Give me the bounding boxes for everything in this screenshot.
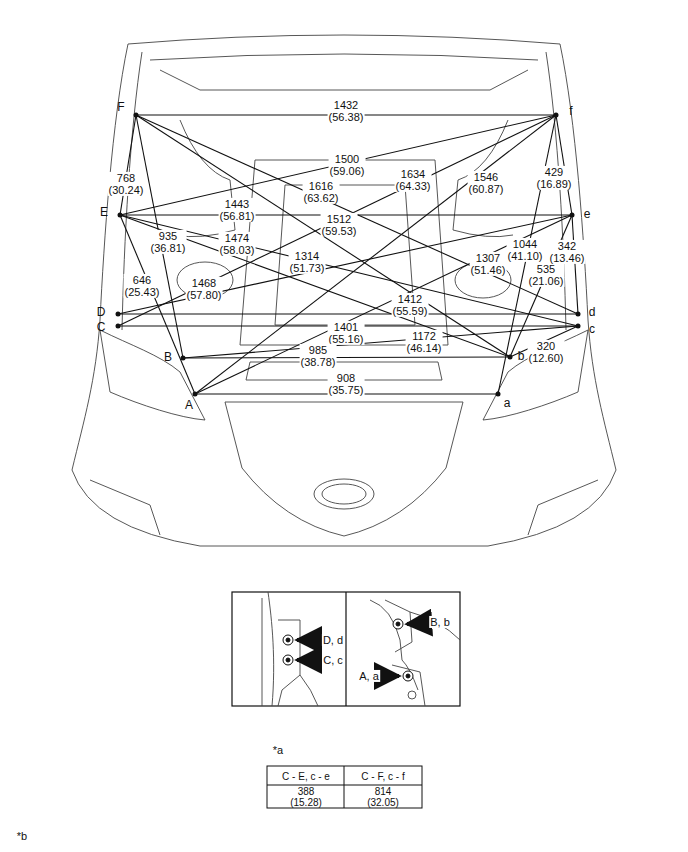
note-marker: *a	[272, 744, 284, 756]
point-letter: e	[583, 208, 592, 221]
bolt-symbols	[283, 619, 413, 681]
car-outline	[72, 35, 616, 546]
detail-inset	[232, 592, 460, 706]
table-cell: C - E, c - e	[281, 771, 331, 782]
pointer-arrows	[297, 623, 424, 676]
dimension-value: 1443 (56.81)	[219, 198, 256, 222]
dimension-value: 646 (25.43)	[124, 274, 161, 298]
point-letter: a	[503, 397, 512, 410]
dimension-value: 1314 (51.73)	[289, 250, 326, 274]
note-marker: *b	[16, 830, 28, 842]
dimension-value: 1172 (46.14)	[406, 330, 443, 354]
callout-letter: C, c	[322, 654, 344, 666]
dimension-value: 1432 (56.38)	[328, 99, 365, 123]
dimension-value: 1512 (59.53)	[321, 213, 358, 237]
detail-drawing	[262, 592, 460, 706]
point-letter: F	[116, 101, 125, 114]
point-letter: A	[184, 399, 194, 412]
callout-letter: B, b	[429, 616, 451, 628]
dimension-lines	[118, 115, 578, 394]
point-letter: E	[99, 206, 109, 219]
dimension-value: 1616 (63.62)	[303, 180, 340, 204]
dimension-value: 1412 (55.59)	[392, 293, 429, 317]
table-grid	[267, 766, 422, 808]
dimension-value: 342 (13.46)	[549, 240, 586, 264]
dimension-value: 1307 (51.46)	[470, 252, 507, 276]
point-letter: f	[568, 105, 573, 118]
point-letter: d	[588, 306, 597, 319]
dimension-value: 320 (12.60)	[528, 340, 565, 364]
dimension-value: 768 (30.24)	[108, 172, 145, 196]
dimension-value: 1468 (57.80)	[186, 277, 223, 301]
dimension-value: 908 (35.75)	[328, 372, 365, 396]
dimension-value: 1401 (55.16)	[328, 321, 365, 345]
dimension-value: 1634 (64.33)	[395, 168, 432, 192]
dimension-value: 1546 (60.87)	[468, 171, 505, 195]
callout-letter: D, d	[322, 634, 344, 646]
point-letter: C	[96, 321, 107, 334]
dimension-value: 935 (36.81)	[150, 230, 187, 254]
point-letter: B	[163, 351, 173, 364]
dimension-value: 1474 (58.03)	[219, 232, 256, 256]
table-cell: C - F, c - f	[360, 771, 405, 782]
point-letter: c	[588, 323, 596, 336]
point-letter: D	[96, 306, 107, 319]
dimension-value: 535 (21.06)	[528, 263, 565, 287]
table-cell: 814 (32.05)	[366, 786, 400, 808]
table-cell: 388 (15.28)	[289, 786, 323, 808]
dimension-value: 429 (16.89)	[536, 166, 573, 190]
measuring-points	[116, 113, 581, 397]
callout-letter: A, a	[358, 670, 380, 682]
point-letter: b	[517, 350, 526, 363]
dimension-value: 985 (38.78)	[300, 344, 337, 368]
dimension-value: 1044 (41.10)	[507, 238, 544, 262]
dimension-value: 1500 (59.06)	[329, 153, 366, 177]
